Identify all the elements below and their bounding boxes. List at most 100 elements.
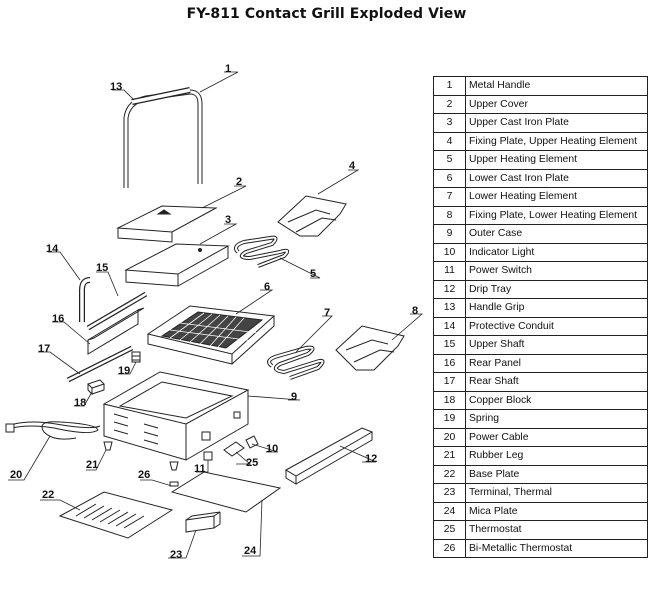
- rear-panel-part: [87, 307, 145, 355]
- rear-shaft-part: [66, 345, 134, 383]
- base-plate-part: [58, 491, 174, 539]
- part-name: Metal Handle: [465, 76, 648, 96]
- callout-18: 18: [74, 397, 86, 409]
- callout-9: 9: [291, 391, 297, 403]
- callout-5: 5: [310, 268, 316, 280]
- upper-fixing-plate-part: [277, 195, 347, 237]
- protective-conduit-part: [79, 277, 91, 322]
- leader-lines: [8, 71, 424, 559]
- callout-11: 11: [194, 463, 206, 475]
- callout-6: 6: [264, 281, 270, 293]
- callout-17: 17: [38, 343, 50, 355]
- part-number: 13: [433, 298, 466, 318]
- part-name: Rear Panel: [465, 353, 648, 373]
- part-number: 16: [433, 353, 466, 373]
- part-name: Outer Case: [465, 224, 648, 244]
- part-number: 4: [433, 131, 466, 151]
- callout-labels: 1 2 3 4 5 6 7 8 9 10 11 12 13 14 15 16 1…: [10, 63, 418, 561]
- callout-22: 22: [42, 489, 54, 501]
- part-number: 15: [433, 335, 466, 355]
- part-name: Upper Cover: [465, 94, 648, 114]
- part-name: Lower Cast Iron Plate: [465, 168, 648, 188]
- upper-shaft-part: [86, 291, 148, 331]
- spring-part: [131, 351, 141, 363]
- part-number: 26: [433, 538, 466, 558]
- part-name: Thermostat: [465, 520, 648, 540]
- part-name: Spring: [465, 409, 648, 429]
- indicator-light-part: [245, 435, 259, 449]
- thermal-terminal-part: [185, 511, 221, 533]
- part-number: 9: [433, 224, 466, 244]
- part-number: 1: [433, 76, 466, 96]
- callout-8: 8: [412, 305, 418, 317]
- bi-metallic-thermostat-part: [169, 481, 179, 487]
- part-number: 6: [433, 168, 466, 188]
- callout-19: 19: [118, 365, 130, 377]
- part-number: 17: [433, 372, 466, 392]
- lower-cast-iron-plate-part: [146, 305, 276, 365]
- callout-21: 21: [86, 459, 98, 471]
- part-number: 2: [433, 94, 466, 114]
- callout-24: 24: [244, 545, 257, 557]
- part-number: 23: [433, 483, 466, 503]
- part-name: Mica Plate: [465, 501, 648, 521]
- part-name: Protective Conduit: [465, 316, 648, 336]
- part-name: Copper Block: [465, 390, 648, 410]
- part-number: 7: [433, 187, 466, 207]
- callout-26: 26: [138, 469, 150, 481]
- part-number: 8: [433, 205, 466, 225]
- outer-case-part: [102, 371, 250, 461]
- part-name: Lower Heating Element: [465, 187, 648, 207]
- part-number: 11: [433, 261, 466, 281]
- upper-cover-part: [116, 205, 218, 243]
- part-name: Base Plate: [465, 464, 648, 484]
- callout-7: 7: [324, 307, 330, 319]
- callout-3: 3: [225, 214, 231, 226]
- callout-25: 25: [246, 457, 258, 469]
- callout-2: 2: [236, 176, 242, 188]
- part-name: Rubber Leg: [465, 446, 648, 466]
- metal-handle-part: [123, 89, 203, 188]
- part-name: Fixing Plate, Lower Heating Element: [465, 205, 648, 225]
- part-number: 12: [433, 279, 466, 299]
- part-number: 10: [433, 242, 466, 262]
- callout-15: 15: [96, 262, 108, 274]
- part-name: Upper Shaft: [465, 335, 648, 355]
- callout-16: 16: [52, 313, 64, 325]
- part-name: Indicator Light: [465, 242, 648, 262]
- part-number: 21: [433, 446, 466, 466]
- part-name: Fixing Plate, Upper Heating Element: [465, 131, 648, 151]
- part-number: 25: [433, 520, 466, 540]
- callout-20: 20: [10, 469, 22, 481]
- upper-cast-iron-plate-part: [124, 243, 230, 287]
- part-name: Power Cable: [465, 427, 648, 447]
- part-number: 3: [433, 113, 466, 133]
- part-name: Upper Heating Element: [465, 150, 648, 170]
- part-number: 5: [433, 150, 466, 170]
- drip-tray-part: [284, 427, 374, 485]
- part-name: Power Switch: [465, 261, 648, 281]
- part-name: Rear Shaft: [465, 372, 648, 392]
